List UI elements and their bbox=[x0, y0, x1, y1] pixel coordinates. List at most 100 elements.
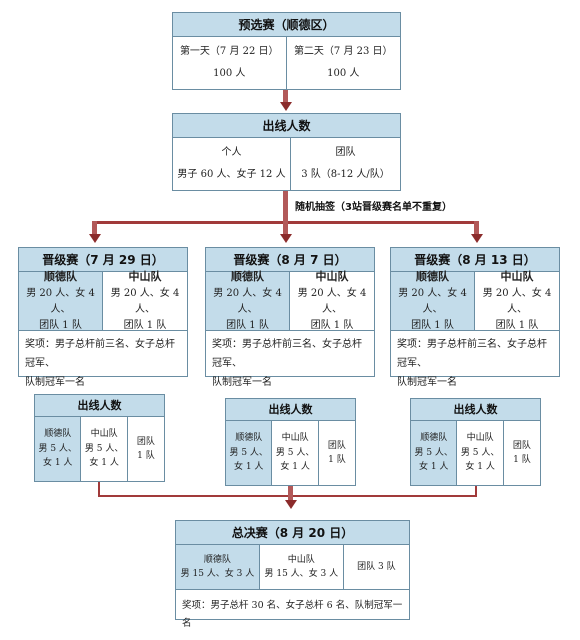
team-zhongshan-cell: 中山队 男 20 人、女 4 人、 团队 1 队 bbox=[103, 270, 187, 331]
final-shunde-cell: 顺德队 男 15 人、女 3 人 bbox=[176, 545, 260, 589]
out-detail: 1 队 bbox=[137, 451, 155, 461]
final-detail: 男 15 人、女 3 人 bbox=[180, 569, 255, 579]
merge-line bbox=[475, 486, 477, 496]
out-team-cell: 团队 1 队 bbox=[128, 417, 164, 481]
team-detail: 团队 1 队 bbox=[226, 319, 269, 331]
out-shunde-cell: 顺德队 男 5 人、 女 1 人 bbox=[35, 417, 82, 481]
team-shunde-cell: 顺德队 男 20 人、女 4 人、 团队 1 队 bbox=[206, 270, 290, 331]
arrow-shaft bbox=[474, 221, 479, 235]
out-team-cell: 团队 1 队 bbox=[319, 421, 355, 485]
out-detail: 女 1 人 bbox=[42, 458, 73, 469]
team-detail: 男 20 人、女 4 人、 bbox=[482, 287, 552, 315]
out-shunde-cell: 顺德队 男 5 人、 女 1 人 bbox=[411, 421, 458, 485]
qualifiers-individual: 个人 男子 60 人、女子 12 人 bbox=[173, 138, 292, 190]
arrow-shaft bbox=[283, 221, 288, 235]
final-title: 总决赛（8 月 20 日） bbox=[176, 521, 409, 545]
merge-line bbox=[98, 482, 100, 496]
out-detail: 男 5 人、 bbox=[275, 447, 315, 458]
out-detail: 女 1 人 bbox=[465, 462, 495, 473]
team-shunde-cell: 顺德队 男 20 人、女 4 人、 团队 1 队 bbox=[19, 270, 103, 331]
team-zhongshan-cell: 中山队 男 20 人、女 4 人、 团队 1 队 bbox=[475, 270, 559, 331]
down-arrow-icon bbox=[471, 234, 483, 243]
final-team: 顺德队 bbox=[203, 554, 231, 565]
team-detail: 团队 1 队 bbox=[495, 319, 539, 331]
out-detail: 女 1 人 bbox=[89, 458, 119, 469]
out-detail: 男 5 人、 bbox=[229, 447, 268, 458]
final-award: 奖项：男子总杆 30 名、女子总杆 6 名、队制冠军一名 bbox=[176, 589, 409, 640]
out-team: 团队 bbox=[136, 436, 155, 447]
arrow-shaft bbox=[283, 90, 288, 104]
down-arrow-icon bbox=[280, 234, 292, 243]
final-team: 团队 3 队 bbox=[357, 561, 396, 572]
team-zhongshan-cell: 中山队 男 20 人、女 4 人、 团队 1 队 bbox=[290, 270, 374, 331]
arrow-shaft bbox=[288, 486, 293, 502]
advancement-title: 晋级赛（8 月 13 日） bbox=[391, 248, 559, 272]
team-name: 中山队 bbox=[500, 270, 534, 284]
award-line: 队制冠军一名 bbox=[25, 377, 85, 388]
advancement-out-box-3: 出线人数 顺德队 男 5 人、 女 1 人 中山队 男 5 人、 女 1 人 团… bbox=[410, 398, 541, 486]
advancement-out-title: 出线人数 bbox=[226, 399, 355, 421]
prelim-day1-label: 第一天（7 月 22 日） bbox=[179, 46, 279, 57]
out-detail: 女 1 人 bbox=[418, 462, 449, 473]
out-detail: 1 队 bbox=[513, 455, 531, 465]
prelim-day2: 第二天（7 月 23 日） 100 人 bbox=[287, 37, 401, 89]
advancement-box-2: 晋级赛（8 月 7 日） 顺德队 男 20 人、女 4 人、 团队 1 队 中山… bbox=[205, 247, 375, 388]
qualifiers-team-label: 团队 bbox=[335, 147, 356, 158]
qualifiers-team-value: 3 队（8-12 人/队） bbox=[301, 169, 390, 180]
out-zhongshan-cell: 中山队 男 5 人、 女 1 人 bbox=[457, 421, 504, 485]
team-detail: 男 20 人、女 4 人、 bbox=[398, 287, 467, 315]
out-team: 顺德队 bbox=[44, 429, 72, 440]
team-name: 中山队 bbox=[128, 270, 162, 284]
team-name: 顺德队 bbox=[44, 270, 77, 284]
out-team: 顺德队 bbox=[235, 433, 263, 444]
out-zhongshan-cell: 中山队 男 5 人、 女 1 人 bbox=[272, 421, 319, 485]
advancement-box-1: 晋级赛（7 月 29 日） 顺德队 男 20 人、女 4 人、 团队 1 队 中… bbox=[18, 247, 188, 388]
final-zhongshan-cell: 中山队 男 15 人、女 3 人 bbox=[260, 545, 344, 589]
prelim-day2-count: 100 人 bbox=[327, 68, 360, 79]
prelim-box: 预选赛（顺德区） 第一天（7 月 22 日） 100 人 第二天（7 月 23 … bbox=[172, 12, 401, 90]
team-detail: 男 20 人、女 4 人、 bbox=[297, 287, 367, 315]
arrow-shaft bbox=[283, 191, 288, 221]
team-detail: 男 20 人、女 4 人、 bbox=[26, 287, 95, 315]
prelim-day1-count: 100 人 bbox=[213, 68, 246, 79]
out-shunde-cell: 顺德队 男 5 人、 女 1 人 bbox=[226, 421, 273, 485]
advancement-out-box-2: 出线人数 顺德队 男 5 人、 女 1 人 中山队 男 5 人、 女 1 人 团… bbox=[225, 398, 356, 486]
out-detail: 男 5 人、 bbox=[84, 443, 124, 454]
award-note: 奖项：男子总杆前三名、女子总杆冠军、 队制冠军一名 bbox=[19, 330, 187, 396]
down-arrow-icon bbox=[89, 234, 101, 243]
team-detail: 团队 1 队 bbox=[310, 319, 354, 331]
final-team: 中山队 bbox=[287, 554, 315, 565]
team-detail: 团队 1 队 bbox=[39, 319, 82, 331]
award-line: 奖项：男子总杆前三名、女子总杆冠军、 bbox=[212, 339, 362, 369]
qualifiers-team: 团队 3 队（8-12 人/队） bbox=[291, 138, 400, 190]
qualifiers-title: 出线人数 bbox=[173, 114, 400, 138]
team-name: 顺德队 bbox=[231, 270, 264, 284]
merge-line bbox=[98, 495, 477, 497]
out-team-cell: 团队 1 队 bbox=[504, 421, 540, 485]
team-detail: 男 20 人、女 4 人、 bbox=[213, 287, 282, 315]
prelim-day2-label: 第二天（7 月 23 日） bbox=[293, 46, 393, 57]
out-team: 顺德队 bbox=[420, 433, 448, 444]
final-box: 总决赛（8 月 20 日） 顺德队 男 15 人、女 3 人 中山队 男 15 … bbox=[175, 520, 410, 629]
out-zhongshan-cell: 中山队 男 5 人、 女 1 人 bbox=[81, 417, 128, 481]
award-line: 奖项：男子总杆前三名、女子总杆冠军、 bbox=[397, 339, 547, 369]
award-line: 队制冠军一名 bbox=[212, 377, 272, 388]
down-arrow-icon bbox=[280, 102, 292, 111]
advancement-box-3: 晋级赛（8 月 13 日） 顺德队 男 20 人、女 4 人、 团队 1 队 中… bbox=[390, 247, 560, 388]
award-note: 奖项：男子总杆前三名、女子总杆冠军、 队制冠军一名 bbox=[391, 330, 559, 396]
out-team: 团队 bbox=[512, 440, 531, 451]
final-team-cell: 团队 3 队 bbox=[344, 545, 409, 589]
qualifiers-box: 出线人数 个人 男子 60 人、女子 12 人 团队 3 队（8-12 人/队） bbox=[172, 113, 401, 191]
down-arrow-icon bbox=[285, 500, 297, 509]
prelim-day1: 第一天（7 月 22 日） 100 人 bbox=[173, 37, 287, 89]
out-detail: 男 5 人、 bbox=[38, 443, 77, 454]
award-line: 奖项：男子总杆前三名、女子总杆冠军、 bbox=[25, 339, 175, 369]
team-detail: 团队 1 队 bbox=[411, 319, 454, 331]
out-detail: 男 5 人、 bbox=[460, 447, 500, 458]
award-note: 奖项：男子总杆前三名、女子总杆冠军、 队制冠军一名 bbox=[206, 330, 374, 396]
final-detail: 男 15 人、女 3 人 bbox=[264, 569, 339, 579]
qualifiers-individual-label: 个人 bbox=[221, 147, 242, 158]
out-detail: 男 5 人、 bbox=[414, 447, 453, 458]
advancement-out-box-1: 出线人数 顺德队 男 5 人、 女 1 人 中山队 男 5 人、 女 1 人 团… bbox=[34, 394, 165, 482]
out-detail: 女 1 人 bbox=[280, 462, 310, 473]
